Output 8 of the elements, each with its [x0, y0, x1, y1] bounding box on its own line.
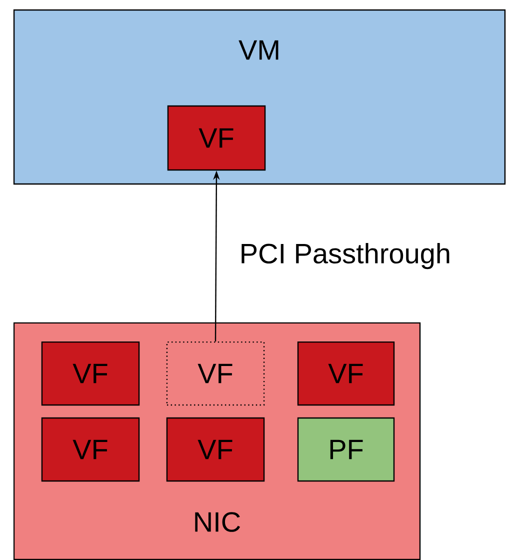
vf-box: VF: [41, 341, 140, 406]
pf-box: PF: [297, 417, 395, 482]
vf-box: VF: [167, 105, 266, 171]
vf-box: VF: [297, 341, 395, 406]
vf-box: VF: [166, 341, 265, 406]
vf-box: VF: [166, 417, 265, 482]
vf-box: VF: [41, 417, 140, 482]
edge-label: PCI Passthrough: [242, 242, 450, 270]
